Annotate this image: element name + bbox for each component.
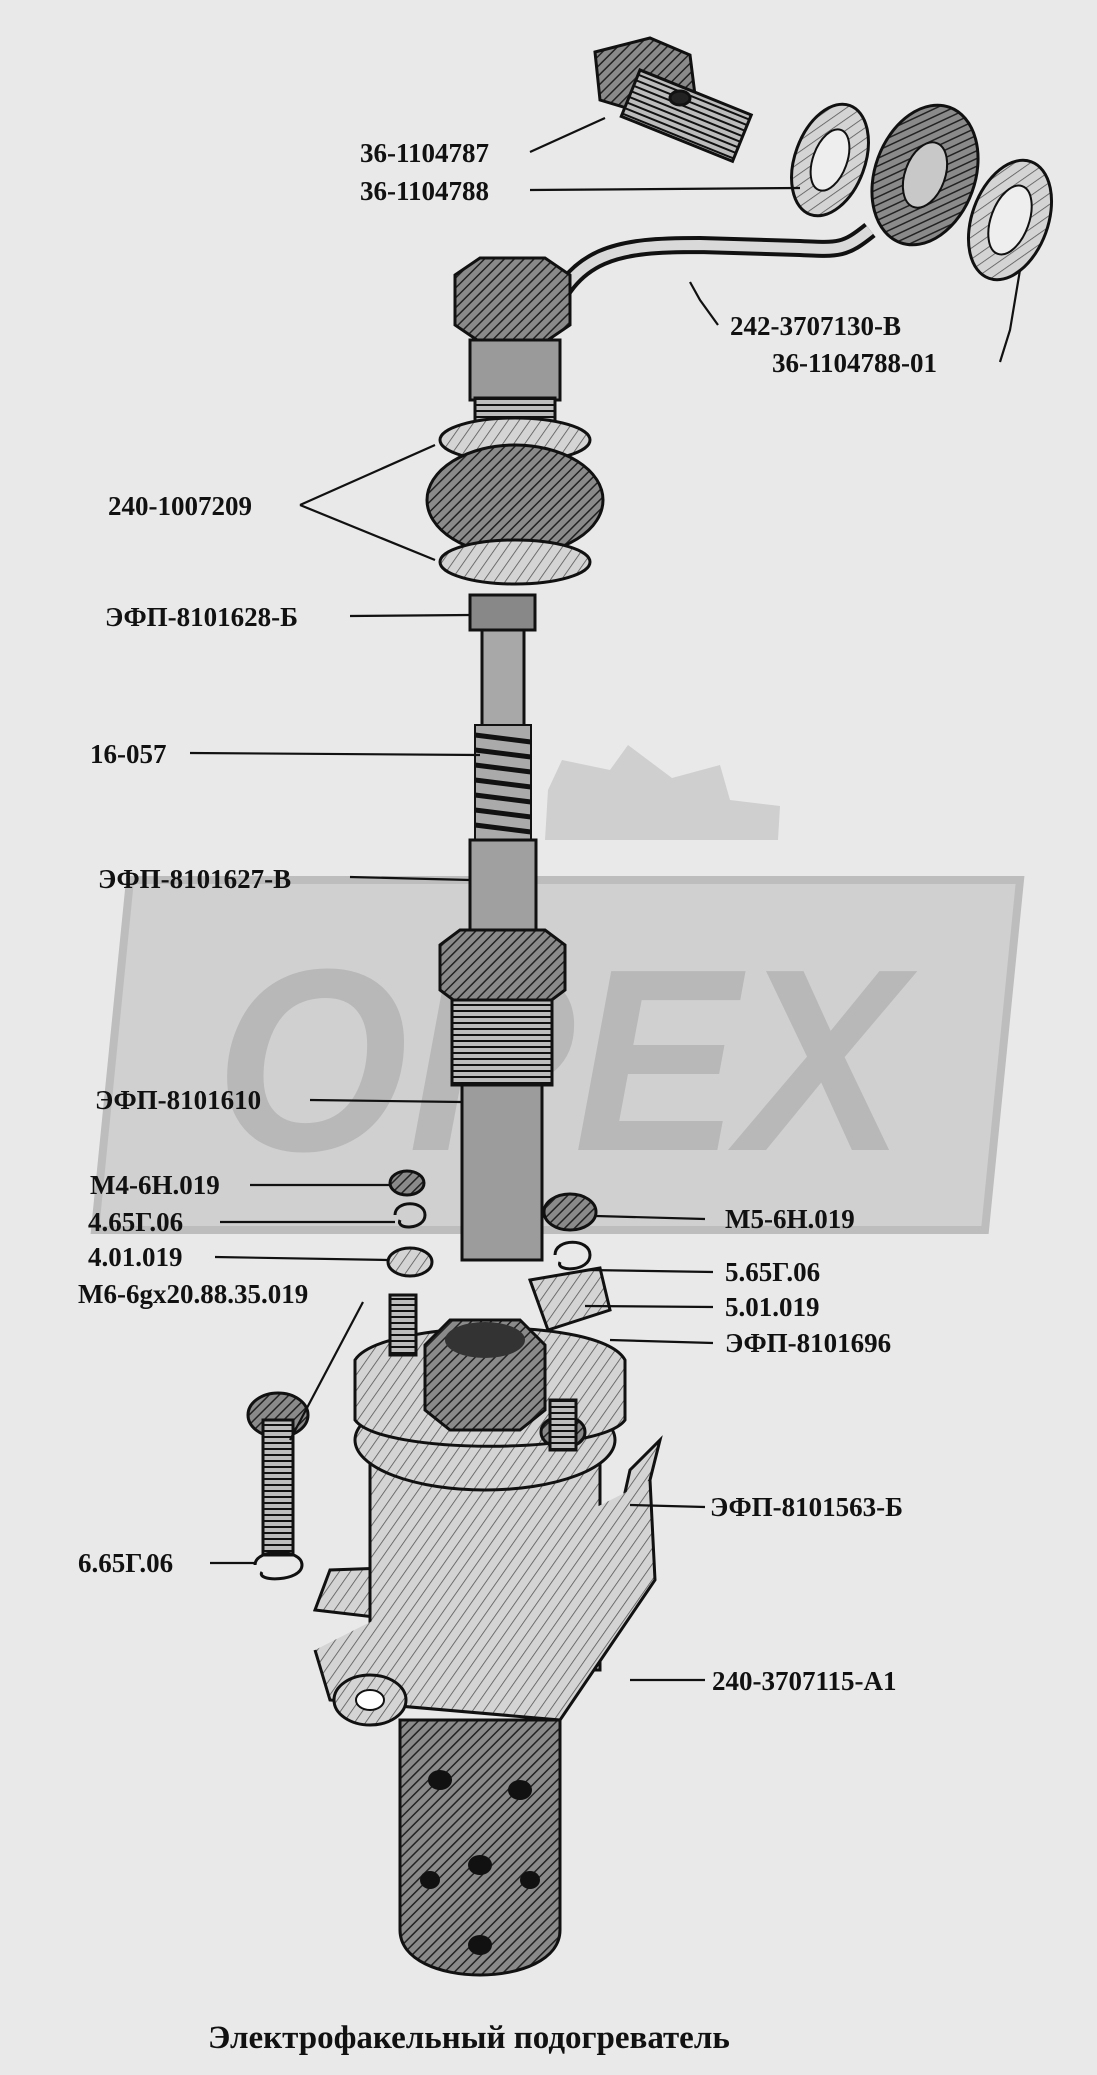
label-efp-8101563-b: ЭФП-8101563-Б — [710, 1492, 903, 1522]
label-efp-8101627-v: ЭФП-8101627-В — [98, 864, 291, 894]
spring-washer-4 — [393, 1202, 427, 1229]
nut-m5 — [542, 1192, 598, 1232]
banjo-bolt — [593, 36, 754, 164]
stud-left — [388, 1293, 418, 1357]
bolt-m6 — [246, 1391, 310, 1581]
washer-hole — [809, 128, 851, 192]
perforated-tube — [398, 1718, 562, 1977]
label-5-01-019: 5.01.019 — [725, 1292, 820, 1322]
spring-washer-5 — [553, 1240, 592, 1271]
label-36-1104788: 36-1104788 — [360, 176, 489, 206]
label-6-65g-06: 6.65Г.06 — [78, 1548, 173, 1578]
watermark-gear — [545, 745, 780, 840]
label-4-01-019: 4.01.019 — [88, 1242, 183, 1272]
label-36-1104788-01: 36-1104788-01 — [772, 348, 937, 378]
label-240-1007209: 240-1007209 — [108, 491, 252, 521]
label-efp-8101628-b: ЭФП-8101628-Б — [105, 602, 298, 632]
washer-01-hole — [987, 184, 1033, 256]
sleeve-8101628 — [468, 593, 537, 632]
stud-right — [548, 1398, 578, 1452]
label-16-057: 16-057 — [90, 739, 167, 769]
label-4-65g-06: 4.65Г.06 — [88, 1207, 183, 1237]
rod — [480, 628, 526, 732]
watermark-plate — [90, 876, 1025, 1234]
body-8101627 — [468, 838, 538, 937]
label-efp-8101696: ЭФП-8101696 — [725, 1328, 891, 1358]
label-m5-6h-019: М5-6Н.019 — [725, 1204, 855, 1234]
part-labels: 36-1104787 36-1104788 242-3707130-В 36-1… — [78, 138, 937, 1696]
label-242-3707130-v: 242-3707130-В — [730, 311, 901, 341]
washer-4 — [386, 1246, 434, 1278]
label-m6-bolt: М6-6gх20.88.35.019 — [78, 1279, 308, 1309]
diagram-caption: Электрофакельный подогреватель — [208, 2020, 730, 2056]
banjo-fitting-hole — [901, 141, 949, 209]
leader-lines — [189, 116, 1022, 1682]
label-efp-8101610: ЭФП-8101610 — [95, 1085, 261, 1115]
label-m4-6h-019: М4-6Н.019 — [90, 1170, 220, 1200]
hex-body-8101610 — [438, 928, 567, 1262]
bracket-8101696 — [527, 1266, 612, 1332]
housing-nut-bore — [445, 1322, 525, 1358]
nut-m4 — [388, 1169, 426, 1197]
washer-lower — [438, 538, 592, 586]
spring-16-057 — [474, 724, 532, 841]
label-5-65g-06: 5.65Г.06 — [725, 1257, 820, 1287]
parts — [246, 36, 1054, 1977]
label-240-3707115-a1: 240-3707115-А1 — [712, 1666, 897, 1696]
label-36-1104787: 36-1104787 — [360, 138, 489, 168]
